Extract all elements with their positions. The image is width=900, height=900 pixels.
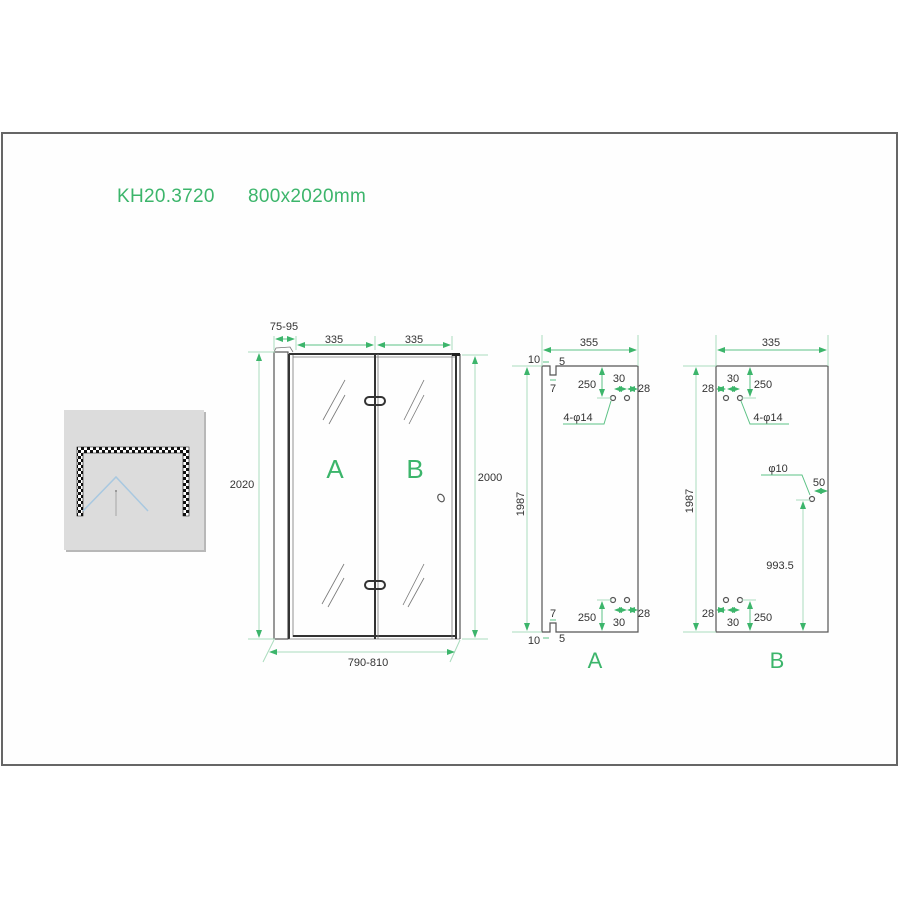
dim-a-holes-note: 4-φ14 <box>563 412 592 424</box>
dim-b-width: 335 <box>762 337 780 349</box>
dim-b-handle-edge: 50 <box>813 477 825 489</box>
dim-a-bottom-notch-width: 7 <box>550 608 556 620</box>
panel-a-drawing: 355 1987 10 5 7 250 30 28 4-φ14 250 30 2… <box>512 335 650 673</box>
panel-b-drawing: 335 1987 28 30 250 4-φ14 φ10 50 993.5 28… <box>683 335 829 673</box>
dim-b-height: 1987 <box>684 489 696 513</box>
door-swing-icon <box>82 475 149 512</box>
dim-total-height: 2020 <box>230 479 254 491</box>
panel-a-title: A <box>588 648 603 673</box>
panel-a-label: A <box>326 454 344 484</box>
dim-a-width: 355 <box>580 337 598 349</box>
dim-a-notch-depth: 5 <box>559 356 565 368</box>
dim-a-bottom-hole: 250 <box>578 612 596 624</box>
glass-reflection-icon <box>321 379 425 608</box>
hinge-bottom-icon <box>364 580 386 590</box>
dim-a-bottom-hole-edge: 28 <box>638 608 650 620</box>
dim-b-hole-edge: 28 <box>702 383 714 395</box>
dim-b-bottom-hole-edge: 28 <box>702 608 714 620</box>
dim-a-hole-spacing: 30 <box>613 373 625 385</box>
dim-a-hole-top: 250 <box>578 379 596 391</box>
dim-b-hole-top: 250 <box>754 379 772 391</box>
hinge-top-icon <box>364 396 386 406</box>
tiled-wall-icon <box>76 446 190 517</box>
panel-b-label: B <box>406 454 423 484</box>
dim-b-holes-note: 4-φ14 <box>753 412 782 424</box>
product-size: 800x2020mm <box>248 186 367 207</box>
dim-a-bottom-notch-offset: 10 <box>528 635 540 647</box>
dim-b-hole-spacing: 30 <box>727 373 739 385</box>
dim-b-handle-height: 993.5 <box>766 560 794 572</box>
front-view: A B 75-95 335 335 2020 2000 790-810 <box>230 321 502 669</box>
dim-b-handle-hole: φ10 <box>768 463 787 475</box>
door-handle-icon <box>437 493 445 503</box>
dim-b-bottom-hole-spacing: 30 <box>727 617 739 629</box>
dim-panel-b-width: 335 <box>405 334 423 346</box>
dim-a-height: 1987 <box>515 492 527 516</box>
model-number: KH20.3720 <box>117 186 215 207</box>
dim-a-notch-offset: 10 <box>528 354 540 366</box>
dim-a-hole-edge: 28 <box>638 383 650 395</box>
dim-b-bottom-hole: 250 <box>754 612 772 624</box>
dim-a-bottom-hole-spacing: 30 <box>613 617 625 629</box>
dim-total-width: 790-810 <box>348 657 388 669</box>
dim-a-notch-width: 7 <box>550 383 556 395</box>
panel-b-title: B <box>770 648 785 673</box>
layout-thumbnail <box>64 410 206 552</box>
dim-a-bottom-notch-depth: 5 <box>559 633 565 645</box>
dim-profile-adjust: 75-95 <box>270 321 298 333</box>
dim-glass-height: 2000 <box>478 472 502 484</box>
dim-panel-a-width: 335 <box>325 334 343 346</box>
